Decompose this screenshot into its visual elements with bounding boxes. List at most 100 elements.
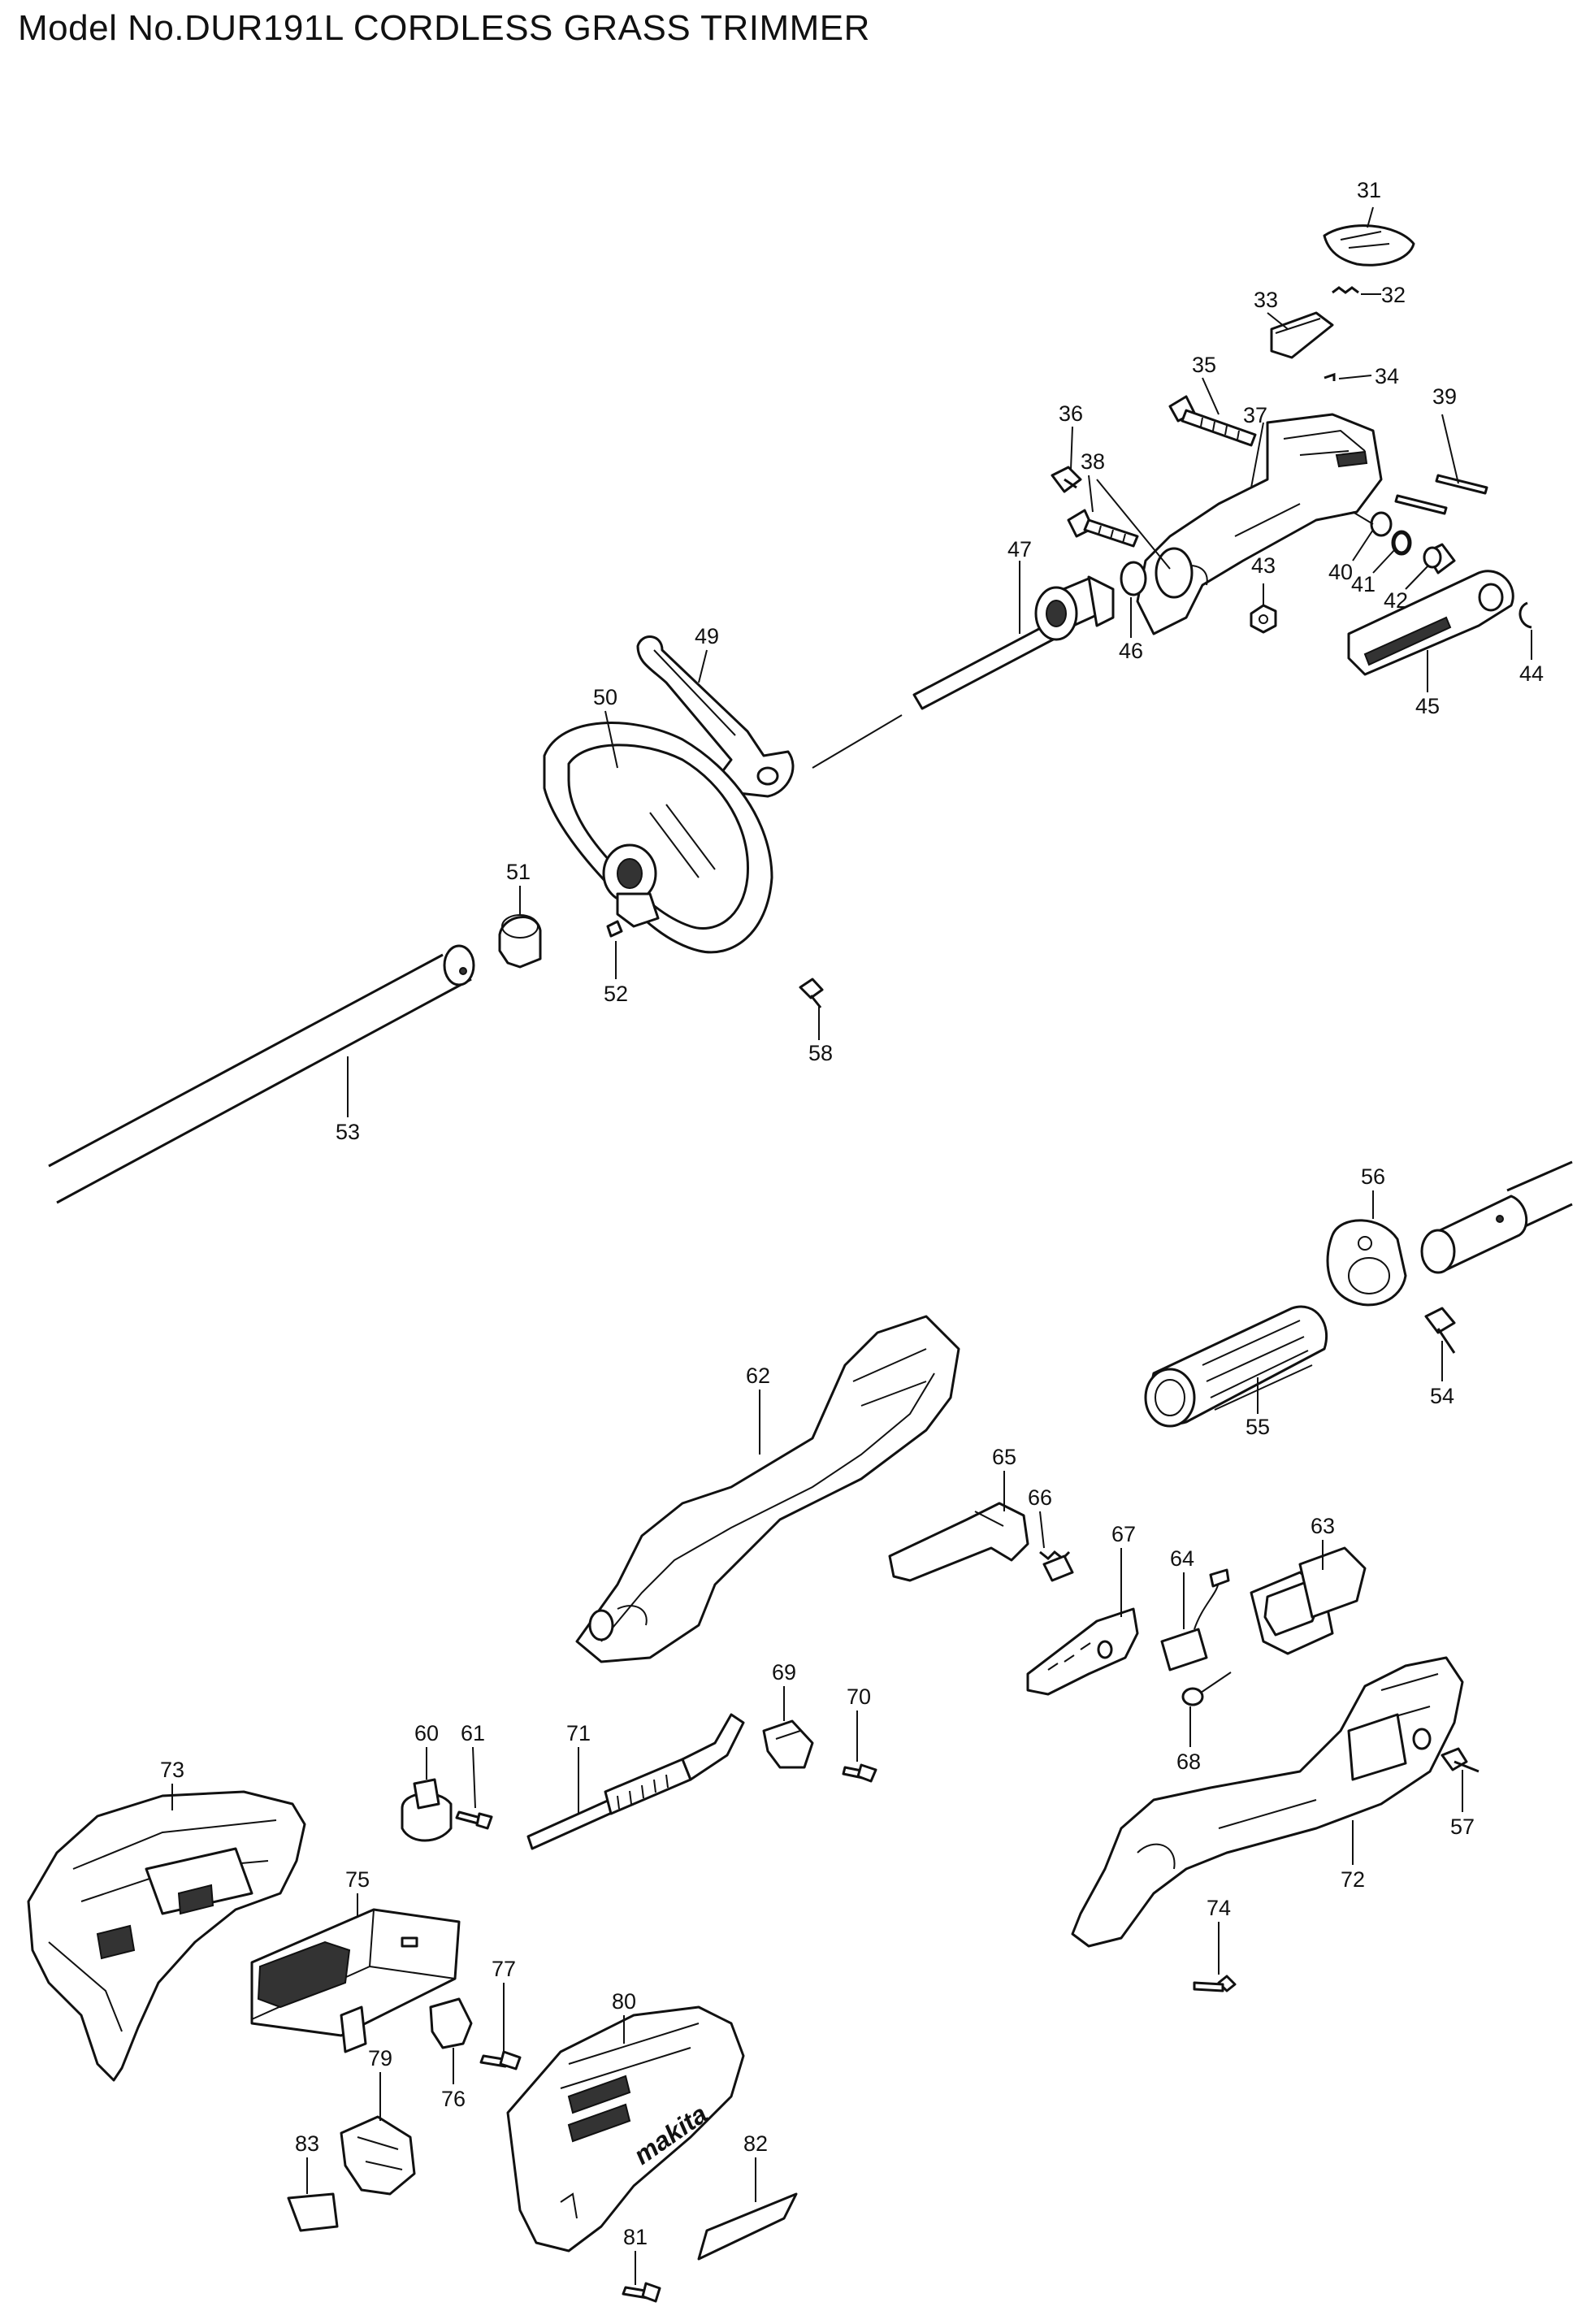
part-82-label <box>697 2192 798 2261</box>
part-47-drive-shaft <box>912 575 1115 710</box>
label-74: 74 <box>1207 1896 1231 1920</box>
label-43: 43 <box>1251 553 1276 578</box>
label-70: 70 <box>847 1684 871 1709</box>
label-45: 45 <box>1415 694 1440 718</box>
label-50: 50 <box>593 685 617 709</box>
label-31: 31 <box>1357 178 1381 202</box>
label-51: 51 <box>506 860 531 884</box>
part-41-o-ring <box>1391 530 1412 556</box>
label-82: 82 <box>743 2131 768 2156</box>
label-58: 58 <box>808 1041 833 1065</box>
label-75: 75 <box>345 1867 370 1892</box>
label-32: 32 <box>1381 283 1406 307</box>
part-56-clamp <box>1326 1219 1407 1307</box>
label-44: 44 <box>1519 661 1544 686</box>
part-35-bolt <box>1168 395 1257 447</box>
part-72-handle-housing <box>1071 1656 1464 1948</box>
label-64: 64 <box>1170 1546 1194 1571</box>
part-68-pin <box>1181 1671 1232 1706</box>
label-38: 38 <box>1081 449 1105 474</box>
label-41: 41 <box>1351 572 1376 596</box>
part-43-nut <box>1250 604 1277 634</box>
part-50-loop-handle <box>543 722 773 954</box>
part-58-screw <box>799 978 824 1008</box>
part-73-housing <box>27 1790 306 2082</box>
part-37-joint-housing <box>1136 413 1383 635</box>
label-49: 49 <box>695 624 719 648</box>
part-54-screw <box>1424 1307 1456 1354</box>
label-52: 52 <box>604 982 628 1006</box>
label-39: 39 <box>1432 384 1457 409</box>
part-60-clamp <box>401 1778 453 1842</box>
callout-labels: 31 32 33 34 35 36 37 38 39 40 41 42 43 4… <box>160 178 1544 2249</box>
part-75-controller <box>250 1908 461 2053</box>
part-33-button <box>1270 311 1334 359</box>
label-47: 47 <box>1007 537 1032 561</box>
label-60: 60 <box>414 1721 439 1745</box>
part-42-bushing <box>1423 543 1456 574</box>
label-76: 76 <box>441 2087 466 2111</box>
part-46-washer <box>1120 561 1147 596</box>
part-79-terminal <box>340 2115 416 2196</box>
part-51-clamp <box>498 914 542 969</box>
page-title: Model No.DUR191L CORDLESS GRASS TRIMMER <box>18 8 870 48</box>
label-53: 53 <box>336 1120 360 1144</box>
part-63-switch-boot <box>1250 1546 1367 1655</box>
part-53-shaft-tube <box>48 944 475 1204</box>
label-72: 72 <box>1341 1867 1365 1892</box>
part-77-screw <box>479 2050 522 2070</box>
label-73: 73 <box>160 1758 184 1782</box>
part-65-trigger <box>888 1502 1029 1582</box>
label-61: 61 <box>461 1721 485 1745</box>
part-55-grip <box>1144 1305 1328 1428</box>
part-shaft-segment <box>1420 1160 1573 1274</box>
label-68: 68 <box>1176 1750 1201 1774</box>
part-67-switch-lever <box>1026 1607 1139 1696</box>
part-52-pin <box>606 920 623 938</box>
label-36: 36 <box>1059 401 1083 426</box>
part-49-handle-lever <box>636 635 795 798</box>
label-42: 42 <box>1384 588 1408 613</box>
label-57: 57 <box>1450 1815 1475 1839</box>
label-79: 79 <box>368 2046 392 2070</box>
part-64-switch <box>1160 1568 1230 1671</box>
part-83-label <box>287 2192 339 2232</box>
part-45-lever <box>1347 570 1514 676</box>
label-65: 65 <box>992 1445 1016 1469</box>
part-57-screw <box>1441 1747 1480 1773</box>
part-70-screw <box>842 1763 877 1783</box>
label-80: 80 <box>612 1989 636 2014</box>
part-80-battery-cover: makita <box>506 2005 745 2252</box>
label-56: 56 <box>1361 1164 1385 1189</box>
label-35: 35 <box>1192 353 1216 377</box>
part-44-e-ring <box>1519 601 1532 629</box>
part-31-cover <box>1323 224 1415 267</box>
label-55: 55 <box>1246 1415 1270 1439</box>
part-69-clip <box>762 1719 814 1769</box>
label-67: 67 <box>1111 1522 1136 1546</box>
part-71-connector-rod <box>526 1713 745 1850</box>
part-36-screw <box>1051 466 1082 493</box>
label-63: 63 <box>1311 1514 1335 1538</box>
part-32-spring <box>1332 286 1359 294</box>
label-33: 33 <box>1254 288 1278 312</box>
part-61-screw <box>455 1810 493 1830</box>
label-62: 62 <box>746 1364 770 1388</box>
part-66-spring <box>1039 1550 1074 1582</box>
label-71: 71 <box>566 1721 591 1745</box>
label-81: 81 <box>623 2225 648 2249</box>
label-77: 77 <box>492 1957 516 1981</box>
part-62-handle-housing <box>575 1315 960 1663</box>
part-76-clip <box>429 1997 473 2049</box>
part-74-screw <box>1193 1975 1237 1992</box>
label-69: 69 <box>772 1660 796 1684</box>
label-54: 54 <box>1430 1384 1454 1408</box>
part-81-screw <box>622 2282 661 2303</box>
part-38-screw <box>1067 509 1139 548</box>
label-66: 66 <box>1028 1485 1052 1510</box>
label-40: 40 <box>1328 560 1353 584</box>
label-46: 46 <box>1119 639 1143 663</box>
label-34: 34 <box>1375 364 1399 388</box>
label-37: 37 <box>1243 403 1267 427</box>
